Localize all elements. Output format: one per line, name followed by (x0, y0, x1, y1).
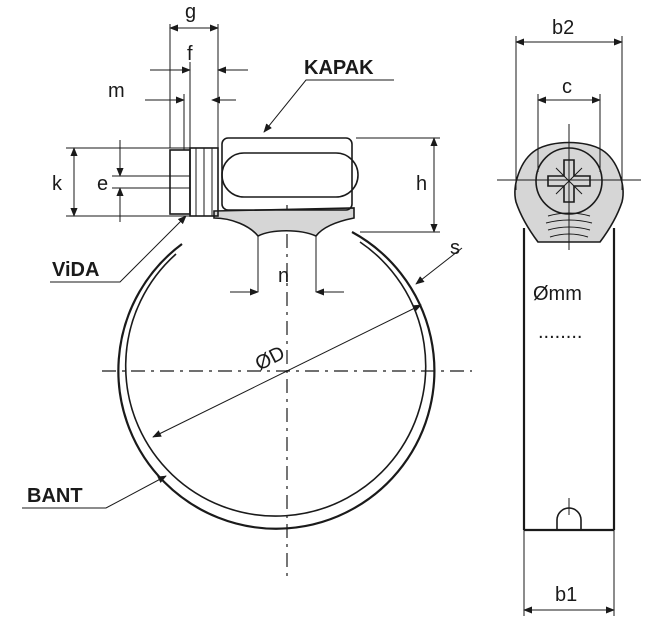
label-band: BANT (27, 485, 83, 507)
label-h: h (416, 173, 427, 195)
band-strip (522, 228, 616, 532)
side-view: b2 c Ømm ........ b1 (497, 17, 641, 616)
housing (213, 137, 359, 292)
label-s: s (450, 237, 460, 259)
label-c: c (562, 76, 572, 98)
housing-side (497, 124, 641, 250)
label-diameter: ØD (252, 342, 289, 375)
label-screw: ViDA (52, 259, 99, 281)
label-m: m (108, 80, 125, 102)
label-mm: Ømm (533, 283, 582, 305)
label-dots: ........ (538, 321, 582, 343)
label-b1: b1 (555, 584, 577, 606)
band-ring (117, 231, 436, 530)
label-n: n (278, 265, 289, 287)
screw (169, 147, 219, 217)
label-cover: KAPAK (304, 57, 374, 79)
label-f: f (187, 43, 193, 65)
label-e: e (97, 173, 108, 195)
label-g: g (185, 1, 196, 23)
label-k: k (52, 173, 63, 195)
front-view: g f m k e h n s ØD (22, 1, 472, 580)
label-b2: b2 (552, 17, 574, 39)
